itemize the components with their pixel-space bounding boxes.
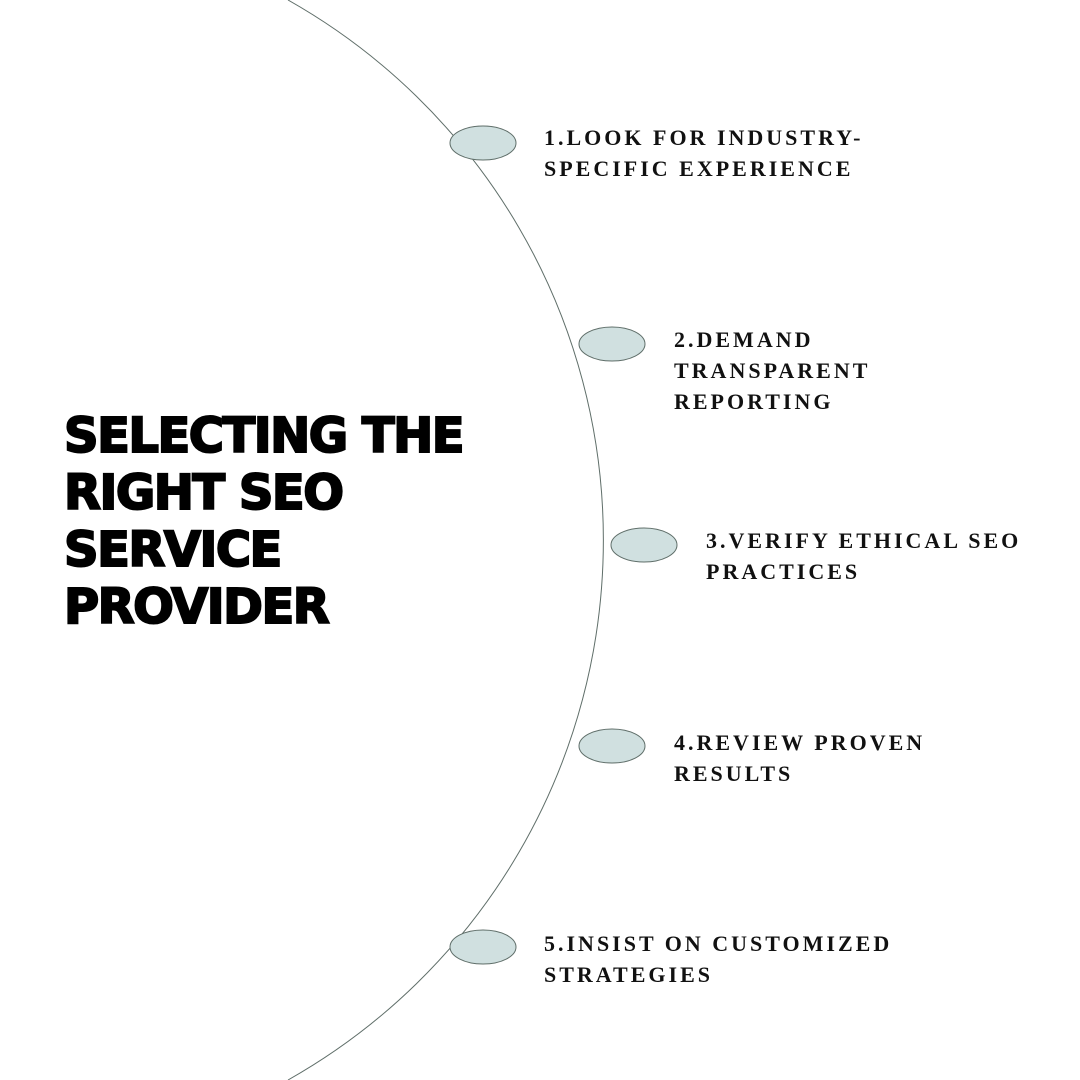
timeline-node-5	[449, 929, 517, 965]
timeline-arc	[287, 0, 604, 1080]
step-label-line: 1.LOOK FOR INDUSTRY-	[544, 125, 864, 150]
step-label-line: 5.INSIST ON CUSTOMIZED	[544, 931, 893, 956]
step-label-4: 4.REVIEW PROVEN RESULTS	[674, 727, 925, 789]
timeline-node-3	[610, 527, 678, 563]
title-line: SERVICE	[63, 521, 283, 579]
timeline-node-1	[449, 125, 517, 161]
page-title: SELECTING THE RIGHT SEO SERVICE PROVIDER	[63, 407, 466, 636]
timeline-node-4	[578, 728, 646, 764]
step-label-line: 4.REVIEW PROVEN	[674, 730, 926, 755]
step-label-2: 2.DEMAND TRANSPARENT REPORTING	[674, 324, 870, 417]
title-line: PROVIDER	[63, 578, 331, 636]
step-label-line: 3.VERIFY ETHICAL SEO	[706, 528, 1022, 553]
step-label-line: TRANSPARENT	[674, 358, 871, 383]
step-label-line: PRACTICES	[706, 559, 861, 584]
step-label-line: REPORTING	[674, 389, 834, 414]
step-label-line: 2.DEMAND	[674, 327, 814, 352]
step-label-5: 5.INSIST ON CUSTOMIZED STRATEGIES	[544, 928, 892, 990]
title-line: RIGHT SEO	[63, 464, 345, 522]
title-line: SELECTING THE	[63, 407, 466, 465]
step-label-1: 1.LOOK FOR INDUSTRY- SPECIFIC EXPERIENCE	[544, 122, 863, 184]
step-label-line: SPECIFIC EXPERIENCE	[544, 156, 854, 181]
step-label-line: STRATEGIES	[544, 962, 713, 987]
timeline-node-2	[578, 326, 646, 362]
step-label-3: 3.VERIFY ETHICAL SEO PRACTICES	[706, 525, 1021, 587]
step-label-line: RESULTS	[674, 761, 794, 786]
